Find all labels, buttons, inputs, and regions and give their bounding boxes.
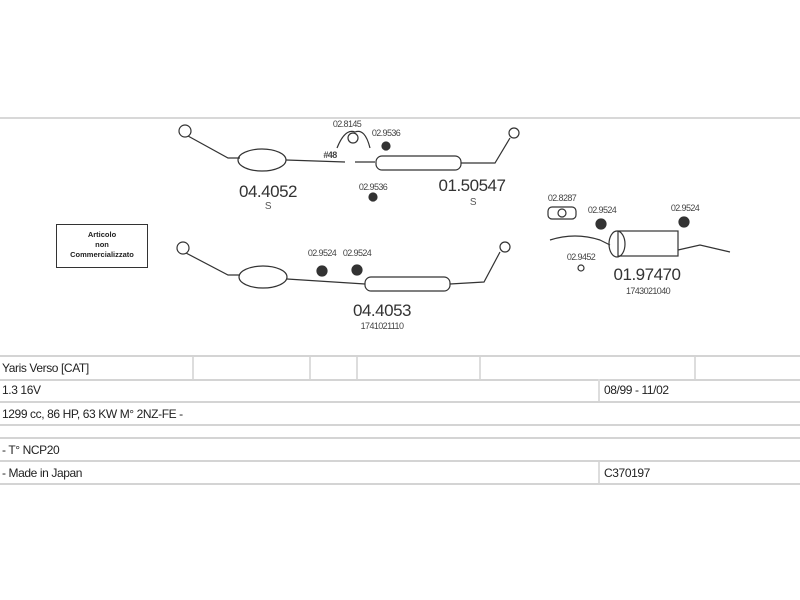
oem-number: 1741021110 xyxy=(360,321,404,331)
hanger-02-9524-d xyxy=(678,216,690,228)
fitting-label: 02.9524 xyxy=(587,205,617,215)
specs-cell: 1299 cc, 86 HP, 63 KW M° 2NZ-FE - xyxy=(2,407,183,421)
column-divider xyxy=(479,357,481,379)
column-divider xyxy=(694,357,696,379)
table-row: - T° NCP20 xyxy=(0,439,800,462)
table-row: 1299 cc, 86 HP, 63 KW M° 2NZ-FE - xyxy=(0,403,800,426)
fitting-label: 02.9524 xyxy=(307,248,337,258)
hanger-02-9524-a xyxy=(316,265,328,277)
fitting-label: 02.8287 xyxy=(547,193,577,203)
column-divider xyxy=(598,379,600,401)
oem-number: 1743021040 xyxy=(625,286,671,296)
fitting-label: 02.9524 xyxy=(342,248,372,258)
table-row: Yaris Verso [CAT] xyxy=(0,355,800,381)
top-divider xyxy=(0,117,800,119)
part-number: 04.4052 xyxy=(239,182,297,201)
fitting-label: 02.8145 xyxy=(332,119,362,129)
fitting-label: 02.9524 xyxy=(670,203,700,213)
table-row: 1.3 16V 08/99 - 11/02 xyxy=(0,379,800,403)
table-row: - Made in Japan C370197 xyxy=(0,462,800,485)
downpipe-catalyst-04-4053 xyxy=(176,241,511,292)
clamp-02-8145 xyxy=(336,130,371,149)
engine-cell: 1.3 16V xyxy=(2,383,41,397)
hanger-02-9524-b xyxy=(351,264,363,276)
hanger-02-9536-a xyxy=(381,141,391,151)
downpipe-catalyst-04-4052 xyxy=(178,124,346,172)
type-cell: - T° NCP20 xyxy=(2,443,60,457)
not-sold-text: Articolo xyxy=(87,230,117,239)
model-cell: Yaris Verso [CAT] xyxy=(2,361,89,375)
hanger-02-9536-b xyxy=(368,192,378,202)
catalog-code-cell: C370197 xyxy=(604,466,650,480)
part-number: 01.97470 xyxy=(613,265,681,284)
not-sold-box: Articolo non Commercializzato xyxy=(56,224,148,268)
exhaust-diagram xyxy=(176,124,731,292)
not-sold-text: Commercializzato xyxy=(70,250,134,259)
part-suffix: S xyxy=(264,201,272,212)
column-divider xyxy=(598,462,600,483)
part-number: 04.4053 xyxy=(353,301,411,320)
column-divider xyxy=(192,357,194,379)
column-divider xyxy=(309,357,311,379)
period-cell: 08/99 - 11/02 xyxy=(604,383,669,397)
column-divider xyxy=(356,357,358,379)
part-number: 01.50547 xyxy=(438,176,506,195)
fitting-label: 02.9452 xyxy=(566,252,596,262)
table-row xyxy=(0,426,800,439)
not-sold-text: non xyxy=(95,240,109,249)
fitting-label: 02.9536 xyxy=(371,128,401,138)
fitting-label: 02.9536 xyxy=(358,182,388,192)
ring-02-9452 xyxy=(577,264,585,272)
middle-silencer-01-50547 xyxy=(355,127,520,171)
rear-silencer-01-97470 xyxy=(549,230,731,258)
clamp-02-8287 xyxy=(547,206,577,220)
part-suffix: S xyxy=(469,197,477,208)
hanger-02-9524-c xyxy=(595,218,607,230)
origin-cell: - Made in Japan xyxy=(2,466,83,480)
fitting-label: #48 xyxy=(323,150,337,160)
